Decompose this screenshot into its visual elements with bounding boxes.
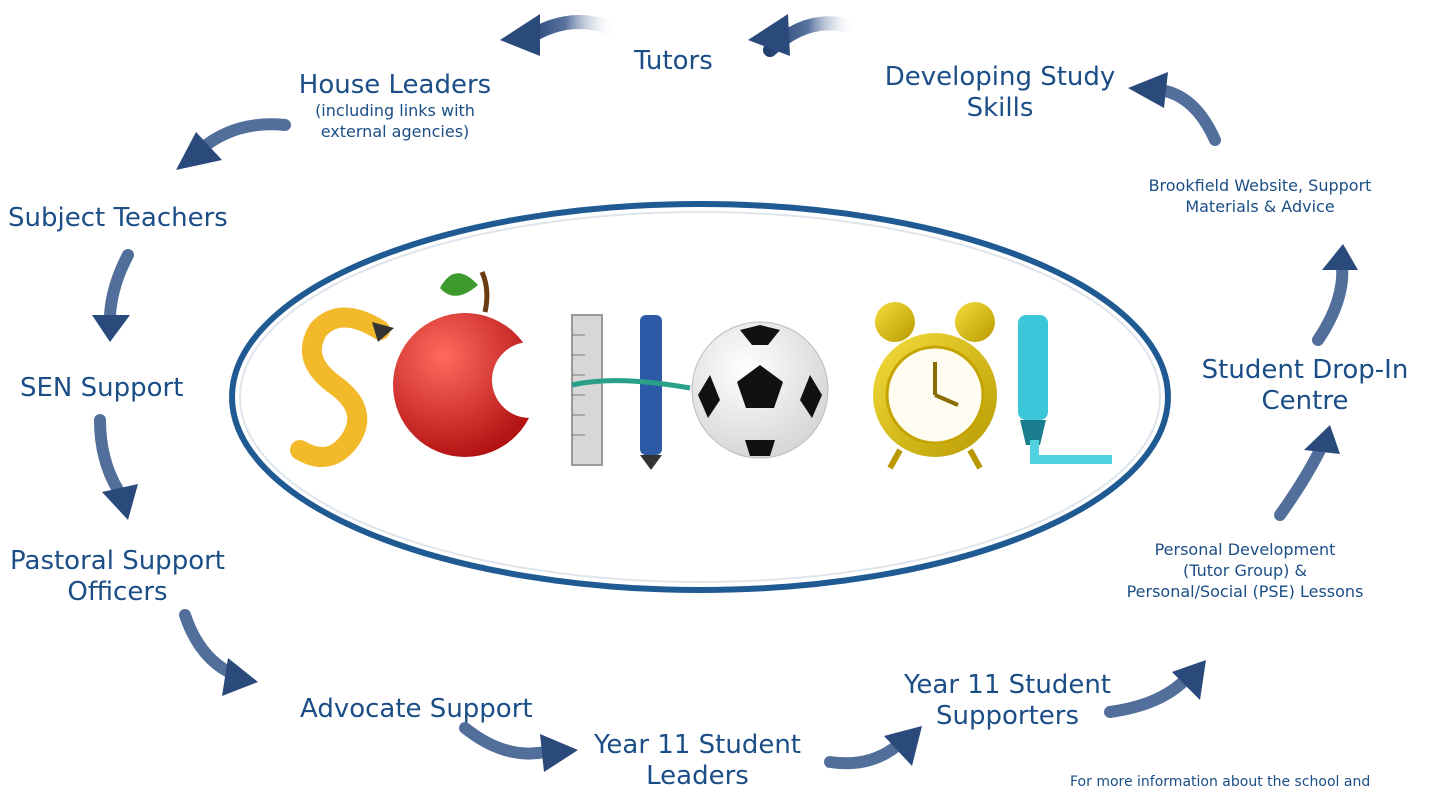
- label-advocate-support: Advocate Support: [300, 694, 533, 724]
- label-y11-leaders-2: Leaders: [646, 761, 749, 792]
- node-pastoral-support: Pastoral Support Officers: [5, 546, 230, 608]
- label-sen-support: SEN Support: [20, 373, 184, 403]
- football-o-icon: [691, 321, 829, 459]
- label-y11-leaders-1: Year 11 Student: [593, 730, 801, 760]
- pencil-s-icon: [290, 307, 390, 467]
- label-tutors: Tutors: [634, 46, 713, 76]
- node-house-leaders: House Leaders (including links with exte…: [290, 70, 500, 143]
- ruler-pen-h-icon: [571, 314, 691, 470]
- label-student-dropin-2: Centre: [1261, 386, 1349, 417]
- label-house-leaders-sub-1: (including links with: [315, 101, 475, 121]
- node-personal-development: Personal Development (Tutor Group) & Per…: [1095, 540, 1395, 602]
- label-pastoral-2: Officers: [67, 577, 168, 608]
- label-personal-dev-3: Personal/Social (PSE) Lessons: [1126, 581, 1364, 601]
- label-subject-teachers: Subject Teachers: [8, 203, 228, 233]
- label-personal-dev-2: (Tutor Group) &: [1183, 560, 1307, 580]
- node-developing-study-skills: Developing Study Skills: [880, 62, 1120, 124]
- arrow-personal-dev-to-dropin: [1274, 425, 1340, 521]
- school-illustration: [290, 270, 1112, 470]
- node-y11-leaders: Year 11 Student Leaders: [585, 730, 810, 792]
- arrow-subject-teachers-to-sen: [92, 249, 134, 342]
- arrow-study-skills-to-tutors: [748, 14, 862, 57]
- arrow-tutors-to-house-leaders: [500, 14, 622, 56]
- arrow-pastoral-to-advocate: [179, 609, 258, 696]
- label-y11-supporters-2: Supporters: [935, 701, 1079, 732]
- label-developing-study-1: Developing Study: [884, 62, 1116, 92]
- label-developing-study-2: Skills: [966, 93, 1034, 124]
- label-y11-supporters-1: Year 11 Student: [903, 670, 1111, 700]
- node-student-dropin: Student Drop-In Centre: [1195, 355, 1415, 417]
- arrow-dropin-to-brookfield: [1312, 244, 1358, 346]
- label-personal-dev-1: Personal Development: [1154, 540, 1336, 559]
- arrow-sen-to-pastoral: [94, 414, 138, 520]
- highlighter-l-icon: [1018, 315, 1112, 464]
- label-brookfield-2: Materials & Advice: [1185, 196, 1335, 216]
- label-house-leaders: House Leaders: [298, 70, 492, 100]
- apple-c-icon: [393, 270, 568, 457]
- arrow-house-leaders-to-subject-teachers: [176, 118, 291, 170]
- label-house-leaders-sub-2: external agencies): [320, 121, 470, 141]
- label-brookfield-1: Brookfield Website, Support: [1148, 176, 1372, 195]
- arrow-brookfield-to-study-skills: [1128, 72, 1221, 146]
- footer-note: For more information about the school an…: [1070, 774, 1371, 790]
- node-y11-supporters: Year 11 Student Supporters: [895, 670, 1120, 732]
- arrow-advocate-to-y11-leaders: [459, 722, 578, 772]
- label-student-dropin-1: Student Drop-In: [1201, 355, 1409, 385]
- label-pastoral-1: Pastoral Support: [10, 546, 225, 576]
- alarm-clock-o-icon: [873, 302, 997, 470]
- arrow-supporters-to-personal-dev: [1104, 660, 1206, 718]
- arrow-y11-leaders-to-supporters: [824, 726, 922, 770]
- node-brookfield: Brookfield Website, Support Materials & …: [1125, 176, 1395, 218]
